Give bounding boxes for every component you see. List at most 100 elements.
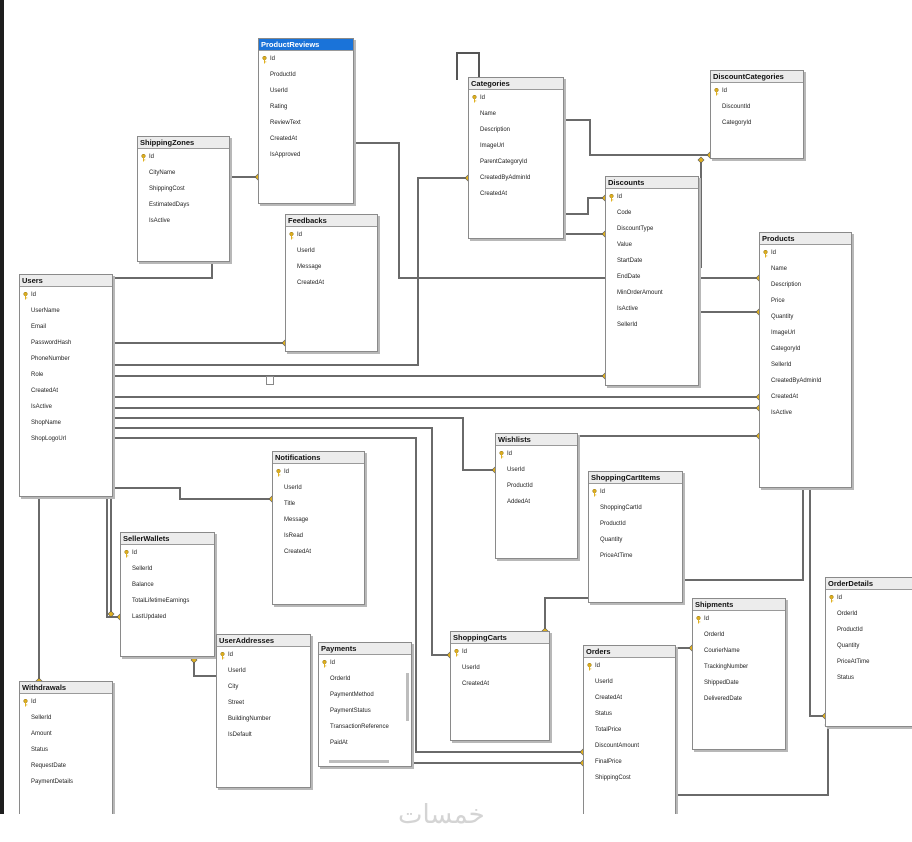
column-row[interactable]: BuildingNumber — [217, 711, 310, 727]
column-row[interactable]: PaymentDetails — [20, 774, 112, 790]
column-row[interactable]: CourierName — [693, 643, 785, 659]
column-row[interactable]: SellerId — [606, 317, 698, 333]
column-row[interactable]: CreatedAt — [273, 544, 364, 560]
table-title[interactable]: DiscountCategories — [711, 71, 803, 83]
column-row[interactable]: Quantity — [589, 532, 682, 548]
table-title[interactable]: Users — [20, 275, 112, 287]
column-row[interactable]: Id — [217, 647, 310, 663]
column-row[interactable]: ProductId — [589, 516, 682, 532]
column-row[interactable]: CreatedAt — [584, 690, 675, 706]
column-row[interactable]: Id — [121, 545, 214, 561]
column-row[interactable]: ReviewText — [259, 115, 353, 131]
table-title[interactable]: Shipments — [693, 599, 785, 611]
relationship-line[interactable] — [111, 487, 272, 500]
column-row[interactable]: DiscountType — [606, 221, 698, 237]
table-title[interactable]: Orders — [584, 646, 675, 658]
table-title[interactable]: Categories — [469, 78, 563, 90]
column-row[interactable]: Id — [760, 245, 851, 261]
column-row[interactable]: Id — [138, 149, 229, 165]
column-row[interactable]: TransactionReference — [319, 719, 411, 735]
column-row[interactable]: FinalPrice — [584, 754, 675, 770]
column-row[interactable]: Id — [259, 51, 353, 67]
column-row[interactable]: OrderId — [319, 671, 411, 687]
relationship-line[interactable] — [111, 437, 583, 753]
relationship-line[interactable] — [111, 417, 495, 471]
table-title[interactable]: OrderDetails — [826, 578, 912, 590]
column-row[interactable]: Value — [606, 237, 698, 253]
column-row[interactable]: Street — [217, 695, 310, 711]
column-row[interactable]: UserId — [451, 660, 549, 676]
relationship-line[interactable] — [111, 427, 450, 656]
column-row[interactable]: IsActive — [20, 399, 112, 415]
column-row[interactable]: PasswordHash — [20, 335, 112, 351]
column-row[interactable]: UserId — [286, 243, 377, 259]
column-row[interactable]: PhoneNumber — [20, 351, 112, 367]
column-row[interactable]: PaymentMethod — [319, 687, 411, 703]
column-row[interactable]: EndDate — [606, 269, 698, 285]
column-row[interactable]: Status — [20, 742, 112, 758]
column-row[interactable]: ImageUrl — [469, 138, 563, 154]
column-row[interactable]: TotalPrice — [584, 722, 675, 738]
table-title[interactable]: Wishlists — [496, 434, 577, 446]
column-row[interactable]: CreatedAt — [469, 186, 563, 202]
column-row[interactable]: DeliveredDate — [693, 691, 785, 707]
table-title[interactable]: SellerWallets — [121, 533, 214, 545]
relationship-line[interactable] — [351, 142, 759, 279]
column-row[interactable]: UserId — [217, 663, 310, 679]
column-row[interactable]: ProductId — [259, 67, 353, 83]
column-row[interactable]: Id — [20, 287, 112, 303]
column-row[interactable]: MinOrderAmount — [606, 285, 698, 301]
column-row[interactable]: IsActive — [138, 213, 229, 229]
table-title[interactable]: Products — [760, 233, 851, 245]
column-row[interactable]: Title — [273, 496, 364, 512]
column-row[interactable]: UserId — [584, 674, 675, 690]
column-row[interactable]: PaidAt — [319, 735, 411, 751]
column-row[interactable]: CreatedAt — [760, 389, 851, 405]
column-row[interactable]: TotalLifetimeEarnings — [121, 593, 214, 609]
column-row[interactable]: PaymentStatus — [319, 703, 411, 719]
column-row[interactable]: Status — [584, 706, 675, 722]
column-row[interactable]: Quantity — [826, 638, 912, 654]
column-row[interactable]: Id — [606, 189, 698, 205]
column-row[interactable]: UserId — [259, 83, 353, 99]
vertical-scrollbar[interactable] — [406, 673, 409, 721]
column-row[interactable]: LastUpdated — [121, 609, 214, 625]
column-row[interactable]: Id — [496, 446, 577, 462]
table-title[interactable]: ShoppingCarts — [451, 632, 549, 644]
column-row[interactable]: CityName — [138, 165, 229, 181]
relationship-line[interactable] — [111, 177, 468, 366]
column-row[interactable]: DiscountAmount — [584, 738, 675, 754]
column-row[interactable]: Rating — [259, 99, 353, 115]
column-row[interactable]: Id — [273, 464, 364, 480]
column-row[interactable]: Id — [451, 644, 549, 660]
column-row[interactable]: Id — [589, 484, 682, 500]
column-row[interactable]: Price — [760, 293, 851, 309]
horizontal-scrollbar[interactable] — [329, 760, 389, 763]
column-row[interactable]: IsApproved — [259, 147, 353, 163]
column-row[interactable]: ShippedDate — [693, 675, 785, 691]
column-row[interactable]: Id — [319, 655, 411, 671]
column-row[interactable]: PriceAtTime — [589, 548, 682, 564]
column-row[interactable]: StartDate — [606, 253, 698, 269]
column-row[interactable]: Description — [469, 122, 563, 138]
column-row[interactable]: Id — [711, 83, 803, 99]
column-row[interactable]: Id — [584, 658, 675, 674]
column-row[interactable]: CategoryId — [711, 115, 803, 131]
table-title[interactable]: Notifications — [273, 452, 364, 464]
column-row[interactable]: UserId — [273, 480, 364, 496]
relationship-line[interactable] — [106, 495, 120, 618]
column-row[interactable]: ParentCategoryId — [469, 154, 563, 170]
table-title[interactable]: Payments — [319, 643, 411, 655]
relationship-line[interactable] — [681, 486, 804, 581]
column-row[interactable]: EstimatedDays — [138, 197, 229, 213]
